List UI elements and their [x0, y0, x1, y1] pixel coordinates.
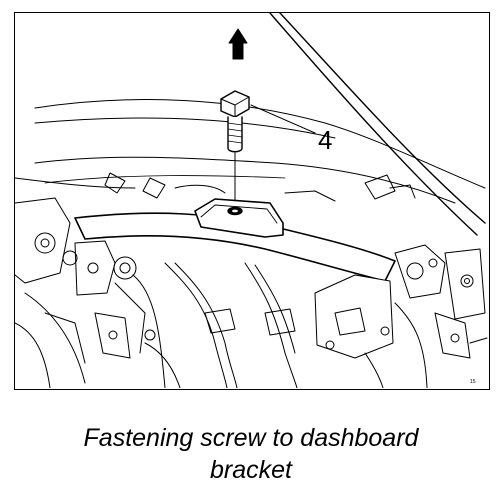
- callout-label: 4: [318, 125, 332, 155]
- wiring-harness: [144, 262, 298, 388]
- windshield-edge: [279, 13, 486, 224]
- dash-surface-2: [44, 175, 286, 184]
- upper-harness: [15, 172, 416, 202]
- figure-number: 15: [470, 379, 476, 385]
- right-mechanism: [314, 244, 488, 388]
- dash-surface: [34, 156, 456, 204]
- caption-line-2: bracket: [210, 456, 292, 484]
- assembly-illustration: 4: [15, 13, 488, 388]
- dash-top-curve-2: [34, 117, 336, 139]
- screw-icon: [220, 90, 250, 153]
- diagram-frame: 4: [14, 12, 490, 390]
- figure-caption: Fastening screw to dashboard bracket: [0, 422, 502, 486]
- dashboard-bracket: [194, 198, 284, 238]
- left-mechanism: [15, 197, 166, 388]
- windshield-inner-edge: [269, 13, 478, 236]
- caption-line-1: Fastening screw to dashboard: [83, 424, 419, 452]
- callout-leader-line: [250, 104, 316, 134]
- direction-arrow-icon: [228, 28, 248, 60]
- dash-top-curve: [34, 99, 486, 189]
